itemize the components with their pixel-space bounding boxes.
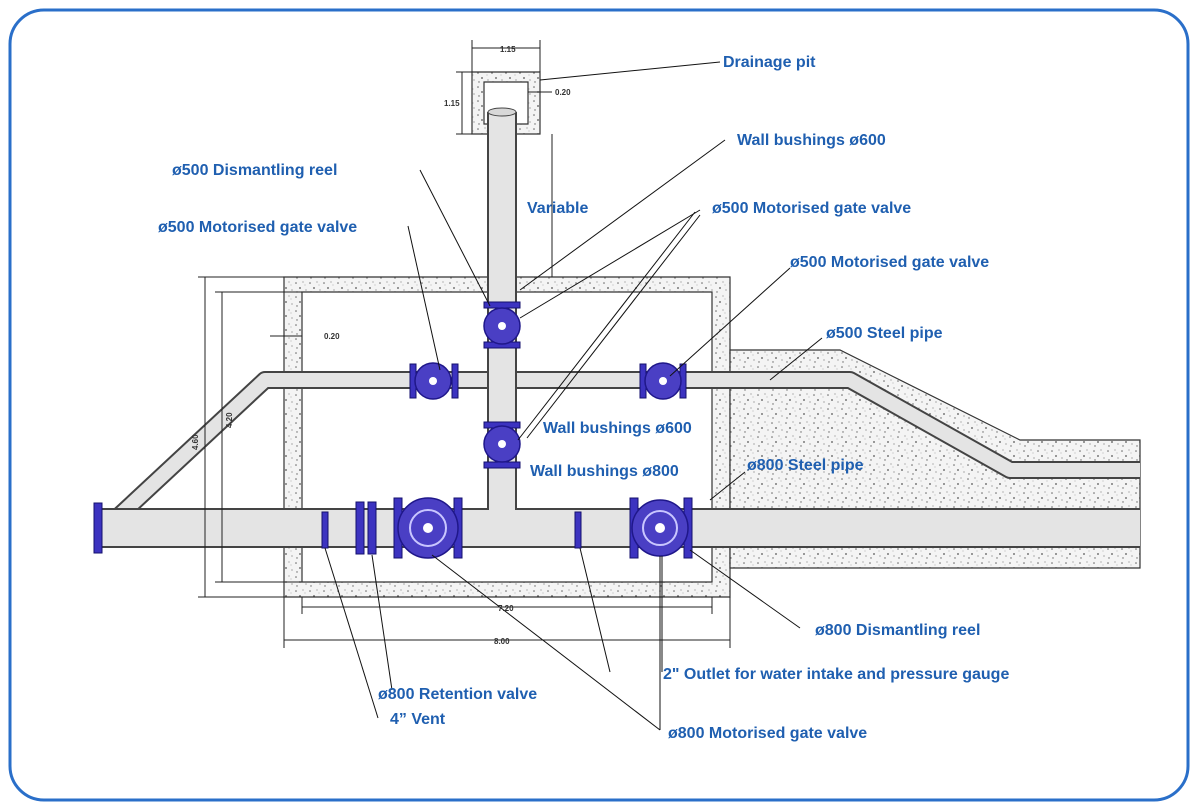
dimension-lines [198,40,731,648]
chamber-wall-label: 0.20 [324,332,340,341]
label-drainage-pit: Drainage pit [723,54,816,71]
label-motorised-valve-500-left: ø500 Motorised gate valve [158,219,357,236]
label-wall-bushings-600-top: Wall bushings ø600 [737,132,886,149]
gate-valve-500-riser-top [483,301,521,349]
gate-valve-500-left [409,362,459,400]
gate-valve-500-right [639,362,687,400]
label-steel-pipe-500: ø500 Steel pipe [826,325,943,342]
label-dismantling-reel-800: ø800 Dismantling reel [815,622,980,639]
border-frame [8,8,1190,802]
label-variable: Variable [527,200,588,217]
label-wall-bushings-600-mid: Wall bushings ø600 [543,420,692,437]
label-steel-pipe-800: ø800 Steel pipe [747,457,864,474]
label-motorised-valve-800: ø800 Motorised gate valve [668,725,867,742]
label-wall-bushings-800: Wall bushings ø800 [530,463,679,480]
drainage-pit [471,71,541,135]
outer-length-label: 8.00 [494,637,510,646]
outer-height-label: 4.60 [191,434,200,450]
gate-valve-500-riser-bottom [483,421,521,469]
pit-wall-label: 0.20 [555,88,571,97]
label-outlet-2in: 2" Outlet for water intake and pressure … [663,666,1009,683]
leader-lines [324,61,823,731]
gate-valve-800-outlet [629,497,693,559]
inner-length-label: 7.20 [498,604,514,613]
label-vent-4in: 4” Vent [390,711,446,728]
label-dismantling-reel-500: ø500 Dismantling reel [172,162,337,179]
pit-width-label: 1.15 [500,45,516,54]
label-retention-valve-800: ø800 Retention valve [378,686,537,703]
label-motorised-valve-500-top: ø500 Motorised gate valve [712,200,911,217]
pit-height-label: 1.15 [444,99,460,108]
label-motorised-valve-500-right: ø500 Motorised gate valve [790,254,989,271]
inner-height-label: 4.20 [225,412,234,428]
gate-valve-800-main [393,497,463,559]
